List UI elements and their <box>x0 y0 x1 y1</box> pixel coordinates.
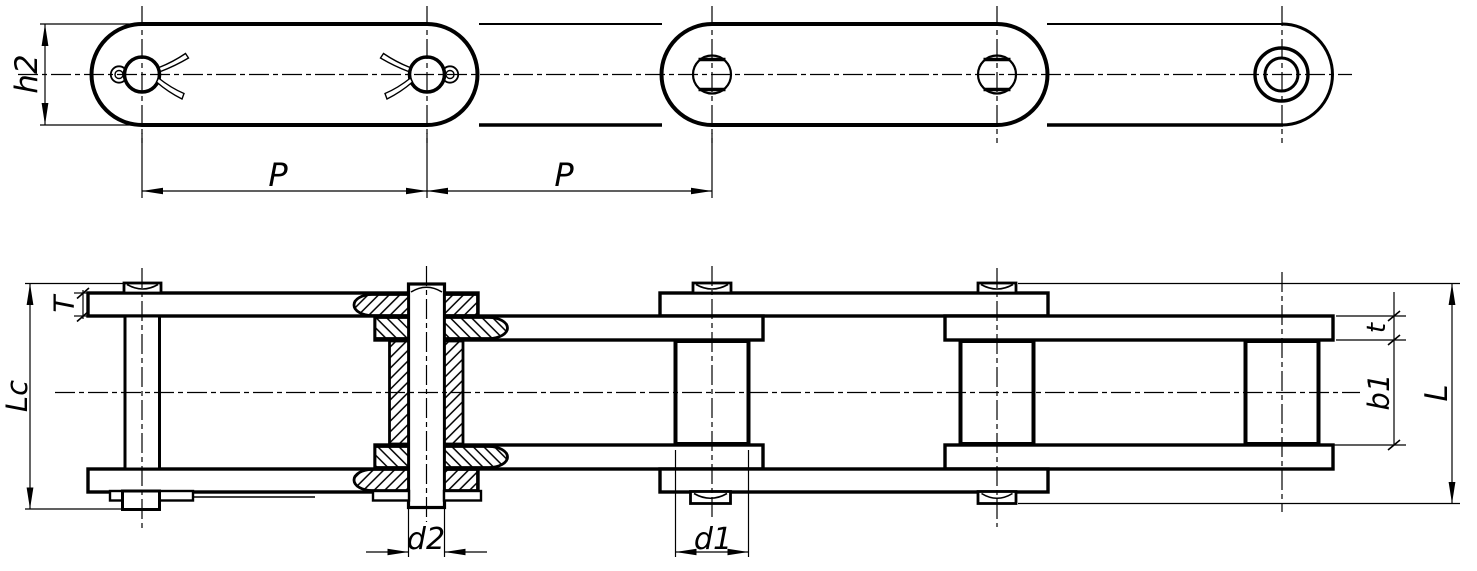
dimension-T <box>74 287 90 323</box>
dimension-d1 <box>674 450 750 557</box>
bushing-flange-cut <box>373 445 410 469</box>
cotter-leg-upper <box>379 52 411 73</box>
bushing-flange-cut <box>373 316 410 340</box>
cotter-washer <box>442 489 483 502</box>
arrow <box>41 24 49 46</box>
arrow <box>691 187 712 195</box>
dim-label-T: T <box>48 294 81 313</box>
pin-dome <box>695 283 729 290</box>
dim-label-h2: h2 <box>9 54 45 93</box>
tick <box>76 287 90 300</box>
outer-plate-cut <box>443 468 479 492</box>
outer-plate-top-2 <box>658 291 1050 318</box>
pin-dome <box>981 492 1013 500</box>
arrow <box>142 187 163 195</box>
dim-label-d2: d2 <box>407 522 445 557</box>
arrow <box>26 487 34 509</box>
arrow <box>1448 482 1456 504</box>
cotter-leg-upper <box>158 52 190 73</box>
side-joint-2-section <box>352 282 509 510</box>
outer-plate-cut <box>443 293 479 317</box>
arrow <box>727 548 749 556</box>
top-view <box>18 6 1352 198</box>
dim-label-d1: d1 <box>694 522 732 557</box>
dim-label-pitch-2: P <box>554 156 574 194</box>
arrow <box>675 548 697 556</box>
cotter-leg-lower <box>384 76 414 100</box>
bushing-flange-cut <box>443 316 509 340</box>
dimension-labels: h2 P P T Lc d2 d1 t b1 L <box>0 54 1455 557</box>
arrow <box>406 187 427 195</box>
dimension-d2 <box>366 508 487 557</box>
arrow <box>41 103 49 125</box>
cotter-leg-lower <box>155 76 185 100</box>
pin-dome <box>980 283 1014 290</box>
dimension-L <box>1018 282 1460 505</box>
dim-label-t: t <box>1362 322 1392 333</box>
side-view-centerlines <box>55 266 1360 529</box>
bushing-flange-cut <box>443 445 509 469</box>
top-view-centerlines <box>18 6 1352 143</box>
dimension-h2 <box>40 23 142 126</box>
tick <box>1387 310 1401 322</box>
pin-dome <box>693 492 728 500</box>
outer-plate-bottom-2 <box>658 467 1050 494</box>
arrow <box>26 283 34 305</box>
side-view <box>25 266 1460 557</box>
arrow <box>427 187 448 195</box>
dimension-Lc <box>25 282 123 510</box>
dim-label-pitch-1: P <box>268 156 288 194</box>
dimension-t-b1 <box>1322 292 1406 451</box>
cotter-washer <box>371 489 411 502</box>
tick <box>1387 439 1401 451</box>
arrow <box>1448 283 1456 305</box>
arrow <box>387 548 409 556</box>
pin-bottom-end <box>121 489 161 511</box>
tick <box>1387 334 1401 346</box>
inner-plate-top-2 <box>943 314 1335 342</box>
inner-plate-bottom-2 <box>943 443 1335 471</box>
pin-dome <box>410 286 443 293</box>
arrow <box>444 548 466 556</box>
outer-plate-cut <box>352 293 410 317</box>
dim-label-Lc: Lc <box>0 380 34 412</box>
tick <box>76 310 90 323</box>
dimension-pitch <box>141 133 713 198</box>
outer-plate-cut <box>352 468 410 492</box>
dim-label-b1: b1 <box>1362 374 1396 411</box>
pin-dome <box>126 283 159 290</box>
dim-label-L: L <box>1419 384 1455 401</box>
